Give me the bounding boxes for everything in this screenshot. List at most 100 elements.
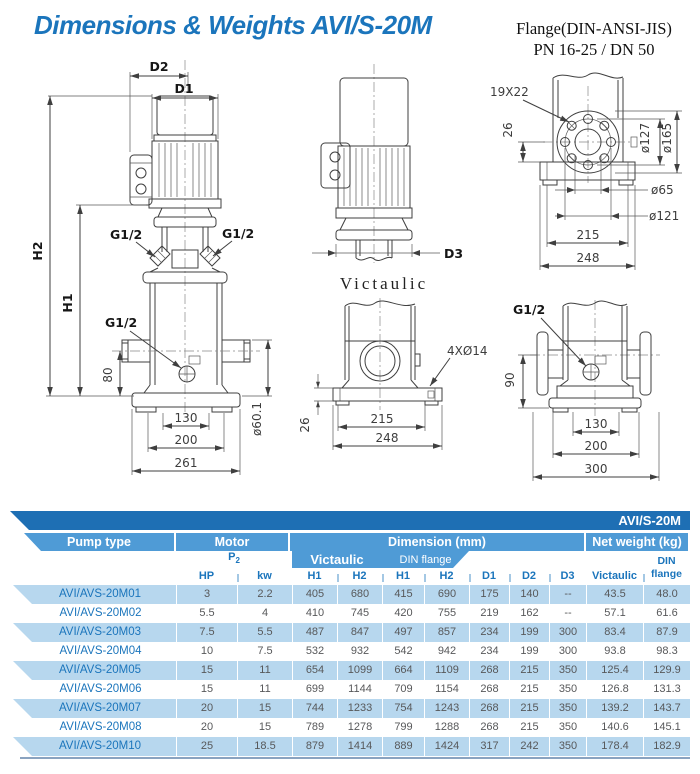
value-cell: 93.8 [604, 645, 626, 657]
value-cell: 268 [480, 721, 499, 733]
dim-dia601: ø60.1 [250, 402, 264, 436]
dim-80: 80 [101, 367, 115, 382]
value-cell: -- [564, 607, 572, 619]
flange-note: Flange(DIN-ANSI-JIS) PN 16-25 / DN 50 [492, 18, 696, 60]
dim-26-mid: 26 [298, 417, 312, 432]
value-cell: 1109 [424, 661, 469, 680]
value-cell: 2.2 [237, 585, 292, 604]
col-h2-din: H2 [424, 568, 469, 585]
value-cell: 889 [382, 737, 424, 756]
value-cell: 932 [350, 645, 370, 657]
value-cell: 532 [305, 645, 325, 657]
value-cell: 57.1 [604, 607, 626, 619]
dim-248-right: 248 [577, 251, 600, 265]
pump-type-cell: AVI/AVS-20M05 [13, 661, 176, 680]
value-cell: 1099 [337, 661, 382, 680]
pump-front-view-drawing: D2 D1 H2 H1 80 G1/2 G1/2 G1/2 ø60.1 130 … [30, 59, 272, 475]
value-cell: 420 [394, 607, 413, 619]
value-cell: 48.0 [643, 585, 690, 604]
pump-side-view-drawing: D3 Victaulic 4XØ14 26 215 248 [298, 64, 488, 450]
value-cell: 350 [549, 699, 586, 718]
value-cell: 10 [200, 645, 214, 657]
value-cell: 25 [176, 737, 237, 756]
table-sub-header: Victaulic DIN flange P2 HP kw H1 H2 H1 H… [10, 551, 690, 585]
value-cell: 215 [520, 683, 539, 695]
flange-note-line2: PN 16-25 / DN 50 [533, 40, 655, 59]
value-cell: 879 [292, 737, 337, 756]
value-cell: 1288 [434, 721, 460, 733]
value-cell: 140 [509, 585, 549, 604]
pump-type-cell: AVI/AVS-20M10 [13, 737, 176, 756]
value-cell: 11 [237, 661, 292, 680]
value-cell: 1278 [347, 721, 373, 733]
value-cell: 15 [176, 661, 237, 680]
value-cell: 215 [509, 699, 549, 718]
col-net-victaulic: Victaulic [591, 570, 638, 582]
value-cell: 487 [292, 623, 337, 642]
value-cell: 1154 [435, 683, 459, 695]
value-cell: 20 [200, 721, 214, 733]
pump-type-cell: AVI/AVS-20M08 [59, 721, 142, 733]
holes-label: 4XØ14 [447, 344, 488, 358]
dim-215-mid: 215 [371, 412, 394, 426]
column-labels: HP kw H1 H2 H1 H2 D1 D2 D3 Victaulic [10, 568, 690, 585]
pump-type-cell: AVI/AVS-20M01 [13, 585, 176, 604]
value-cell: 300 [558, 645, 578, 657]
value-cell: 709 [394, 683, 413, 695]
value-cell: -- [549, 585, 586, 604]
value-cell: 125.4 [586, 661, 643, 680]
col-h2-victaulic: H2 [337, 568, 382, 585]
value-cell: 131.3 [653, 683, 681, 695]
col-net-din-flange: DIN flange [643, 551, 690, 585]
value-cell: 415 [382, 585, 424, 604]
value-cell: 98.3 [656, 645, 678, 657]
pump-type-cell: AVI/AVS-20M04 [59, 645, 142, 657]
group-dimension: Dimension (mm) [290, 533, 584, 551]
dim-dia165: ø165 [660, 123, 674, 153]
dim-26-right: 26 [501, 122, 515, 137]
value-cell: 215 [509, 661, 549, 680]
dim-200: 200 [175, 433, 198, 447]
dim-90: 90 [503, 372, 517, 387]
g12-drain-label: G1/2 [105, 315, 137, 330]
value-cell: 789 [305, 721, 325, 733]
page-title: Dimensions & Weights AVI/S-20M [34, 10, 432, 40]
value-cell: 847 [337, 623, 382, 642]
flange-note-line1: Flange(DIN-ANSI-JIS) [516, 19, 672, 38]
value-cell: 43.5 [586, 585, 643, 604]
value-cell: 405 [292, 585, 337, 604]
value-cell: 199 [520, 645, 539, 657]
value-cell: 350 [558, 721, 578, 733]
value-cell: 182.9 [643, 737, 690, 756]
p2-label: P2 [228, 551, 240, 566]
value-cell: 754 [382, 699, 424, 718]
value-cell: 18.5 [237, 737, 292, 756]
value-cell: 350 [549, 661, 586, 680]
value-cell: 268 [469, 699, 509, 718]
value-cell: 7.5 [257, 645, 273, 657]
value-cell: 143.7 [643, 699, 690, 718]
value-cell: 857 [424, 623, 469, 642]
value-cell: 219 [480, 607, 499, 619]
g12-left-label: G1/2 [110, 227, 142, 242]
sub-din-flange: DIN flange [399, 554, 452, 566]
value-cell: 87.9 [643, 623, 690, 642]
dim-dia127: ø127 [638, 123, 652, 153]
col-spacer [10, 568, 176, 585]
value-cell: 234 [480, 645, 499, 657]
dim-dia65: ø65 [651, 183, 674, 197]
g12-din-label: G1/2 [513, 302, 545, 317]
value-cell: 7.5 [176, 623, 237, 642]
bottom-rule [20, 757, 690, 759]
dim-label-d2: D2 [149, 59, 168, 74]
value-cell: 5.5 [237, 623, 292, 642]
value-cell: 140.6 [601, 721, 629, 733]
spec-table: AVI/S-20M Pump type Motor Dimension (mm)… [10, 511, 690, 756]
slot-label: 19X22 [490, 85, 529, 99]
value-cell: 178.4 [586, 737, 643, 756]
dim-label-h1: H1 [60, 293, 75, 312]
